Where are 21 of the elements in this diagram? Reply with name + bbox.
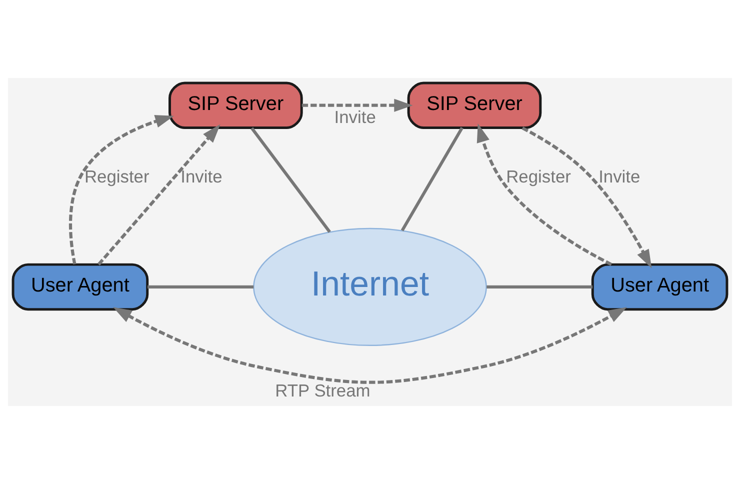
connector (400, 126, 464, 231)
node-box: User Agent (591, 262, 728, 310)
edge-label: Invite (598, 166, 640, 186)
connector (486, 284, 592, 288)
arrow (113, 306, 627, 384)
connector (250, 126, 331, 232)
edge-label: RTP Stream (275, 380, 370, 400)
node-ellipse: Internet (253, 227, 487, 346)
arrow (97, 124, 220, 265)
arrow (476, 123, 612, 266)
edge-label: Invite (334, 106, 376, 127)
arrow (302, 98, 413, 112)
connector (148, 284, 254, 288)
edge-label: Register (84, 166, 150, 186)
node-box: SIP Server (168, 81, 303, 128)
arrow (522, 126, 652, 268)
node-box: SIP Server (407, 81, 542, 128)
edge-label: Invite (180, 166, 222, 186)
arrow (68, 114, 174, 264)
node-box: User Agent (12, 262, 149, 310)
edge-label: Register (506, 166, 571, 186)
